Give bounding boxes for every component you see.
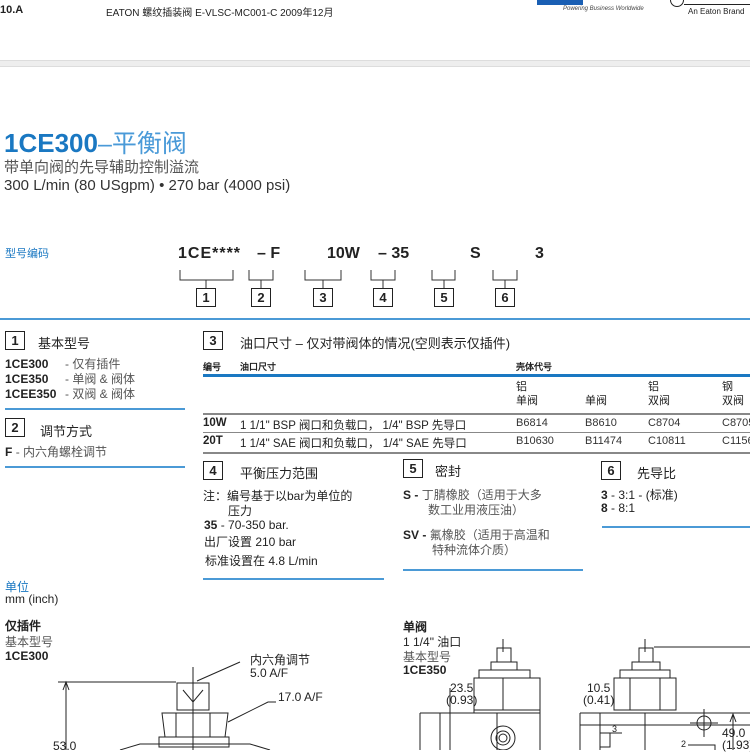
code-part-1: 1CE**** [178,245,242,262]
divider [5,408,185,410]
divider [602,526,750,528]
table-rule [203,452,750,454]
code-box-4: 4 [373,288,393,307]
code-brackets [179,270,518,288]
s1-code: 1CE300 [5,357,49,371]
s1-desc: - 双阀 & 阀体 [65,387,136,401]
s5-item-cont: 数工业用液压油） [428,503,525,517]
code-box-1: 1 [196,288,216,307]
table-rule [203,432,750,433]
s5-title: 密封 [435,464,462,479]
port-3-label: 3 [612,724,618,734]
hex-size: 5.0 A/F [250,666,289,680]
body-header: 铝单阀 [516,381,538,407]
header-band [0,60,750,67]
s4-factory: 出厂设置 210 bar [204,535,297,549]
page-title: 1CE300–平衡阀 [4,124,187,160]
code-part-2: – F [257,245,281,262]
code-part-6: 3 [535,245,544,262]
drawing1-subtitle: 基本型号 [5,635,54,649]
s1-title: 基本型号 [38,336,91,351]
vickers-logo-box [684,0,750,5]
model-code-label: 型号编码 [5,248,49,260]
col-body: 壳体代号 [516,362,553,372]
s3-box: 3 [203,331,223,350]
page-number: 10.A [0,4,24,16]
s2-code: F [5,445,13,459]
brand-note: An Eaton Brand [688,7,745,16]
s1-code: 1CE350 [5,372,49,386]
s4-note2: 压力 [228,504,253,518]
code-box-5: 5 [434,288,454,307]
s6-box: 6 [601,461,621,480]
col-port: 油口尺寸 [240,362,277,372]
code-part-4: – 35 [378,245,410,262]
s4-range: 35 - 70-350 bar. [204,518,289,532]
s5-item: S - 丁腈橡胶（适用于大多 [403,488,542,502]
dim-10-5: 10.5(0.41) [583,681,615,707]
s4-box: 4 [203,461,223,480]
s1-desc: - 仅有插件 [65,357,121,371]
code-box-6: 6 [495,288,515,307]
s2-box: 2 [5,418,25,437]
table-rule [203,374,750,377]
units-label: 单位 [5,580,30,594]
s5-box: 5 [403,459,423,478]
s4-title: 平衡压力范围 [240,466,319,481]
s1-item: 1CEE350 - 双阀 & 阀体 [5,385,135,402]
s5-item-cont: 特种流体介质） [432,543,517,557]
port-2-label: 2 [681,739,687,749]
dim-23-5: 23.5(0.93) [446,681,478,707]
s1-item: 1CE300 - 仅有插件 [5,355,120,372]
s6-item: 3 - 3:1 - (标准) [601,488,678,502]
s4-std: 标准设置在 4.8 L/min [205,554,318,568]
subtitle: 带单向阀的先导辅助控制溢流 [4,159,200,176]
s1-code: 1CEE350 [5,387,57,401]
model-name: 1CE300 [4,128,98,158]
specs: 300 L/min (80 USgpm) • 270 bar (4000 psi… [4,177,291,194]
divider [403,569,583,571]
divider [5,466,185,468]
code-box-3: 3 [313,288,333,307]
valve-name: –平衡阀 [97,130,187,158]
s1-desc: - 单阀 & 阀体 [65,372,136,386]
drawing2-title: 单阀 [403,620,428,634]
divider [203,578,384,580]
code-part-5: S [470,245,481,262]
s1-box: 1 [5,331,25,350]
table-rule [203,413,750,415]
units-value: mm (inch) [5,592,59,606]
body-header: 铝双阀 [648,381,670,407]
drawing2-model: 1CE350 [403,663,447,677]
s2-title: 调节方式 [40,424,93,439]
drawing2-port: 1 1/4" 油口 [403,635,462,649]
s3-title: 油口尺寸 – 仅对带阀体的情况(空则表示仅插件) [240,336,511,351]
s5-item: SV - 氟橡胶（适用于高温和 [403,528,550,542]
doc-header: EATON 螺纹插装阀 E-VLSC-MC001-C 2009年12月 [106,8,334,19]
s2-item: F - 内六角螺栓调节 [5,443,107,460]
drawing1-model: 1CE300 [5,649,49,663]
eaton-logo [537,0,583,5]
divider [0,318,750,320]
drawing2-subtitle: 基本型号 [403,650,452,664]
s2-desc: - 内六角螺栓调节 [15,445,108,459]
s1-item: 1CE350 - 单阀 & 阀体 [5,370,135,387]
code-part-3: 10W [327,245,360,262]
s4-note: 注：编号基于以bar为单位的 [203,489,353,503]
body-header: 钢双阀 [722,381,744,407]
code-box-2: 2 [251,288,271,307]
dim-49: 49.0(1.93) [722,726,750,752]
nut-size: 17.0 A/F [278,690,323,704]
hex-label: 内六角调节 [250,653,311,667]
s6-title: 先导比 [637,466,677,481]
col-code: 编号 [203,362,222,372]
s6-item: 8 - 8:1 [601,501,636,515]
body-header: 单阀 [585,395,607,407]
drawing1-title: 仅插件 [5,619,42,633]
tagline: Powering Business Worldwide [563,6,644,12]
